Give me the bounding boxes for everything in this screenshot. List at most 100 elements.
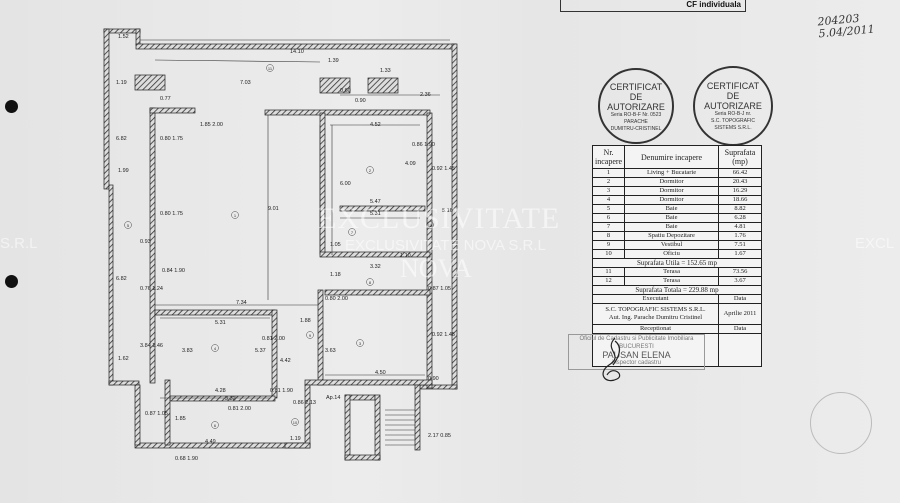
room-number: 9: [309, 333, 312, 338]
stamp-text: CERTIFICAT: [706, 81, 760, 91]
room-marker: [366, 166, 374, 174]
room-marker: [348, 228, 356, 236]
room-marker: [211, 421, 219, 429]
dimension-label: 0.87 1.05: [145, 411, 168, 417]
cell-nr: 4: [591, 195, 626, 205]
wall: [271, 309, 278, 399]
cell-name: Terasa: [624, 267, 719, 277]
company-stamp: CERTIFICAT DE AUTORIZARE Seria RO-B-J nr…: [693, 66, 773, 146]
stamp-name: PAUSAN ELENA: [602, 350, 671, 360]
wall: [414, 384, 421, 451]
punch-hole: [5, 275, 18, 288]
room-marker: [291, 418, 299, 426]
dimension-label: 3.32: [225, 396, 236, 402]
dimension-label: 0.68 1.90: [175, 456, 198, 462]
cell-name: Dormitor: [624, 195, 719, 205]
dimension-label: 1.19: [290, 436, 301, 442]
dimension-label: 0.76 1.24: [140, 286, 163, 292]
punch-hole: [5, 100, 18, 113]
header-name: Denumire incapere: [624, 145, 719, 169]
room-marker: [266, 64, 274, 72]
cell-name: Baie: [624, 222, 719, 232]
room-number: 5: [127, 223, 130, 228]
dimension-label: 3.83: [182, 348, 193, 354]
dimension-label: 4.50: [375, 370, 386, 376]
cell-name: Dormitor: [624, 177, 719, 187]
dimension-label: 5.37: [255, 348, 266, 354]
wall: [304, 384, 311, 446]
data-label: Data: [718, 294, 762, 304]
watermark: EXCLUSIVITATE: [318, 202, 561, 235]
dimension-label: 1.85: [175, 416, 186, 422]
room-number: 11: [268, 66, 273, 71]
room-number: 8: [369, 280, 372, 285]
dimension-label: 3.63: [325, 348, 336, 354]
wall: [103, 28, 141, 34]
stamp-text: Seria RO-B-J nr.: [714, 111, 752, 117]
cell-name: Living + Bucatarie: [624, 168, 719, 178]
wall: [169, 395, 276, 402]
cell-nr: 7: [591, 222, 626, 232]
executant-info: S.C. TOPOGRAFIC SISTEMS S.R.L.Aut. Ing. …: [592, 303, 719, 325]
room-number: 4: [214, 346, 217, 351]
authorization-stamp: CERTIFICAT DE AUTORIZARE Seria RO-B-F Nr…: [598, 68, 674, 144]
data-label-2: Data: [718, 324, 762, 334]
area-table: Nr. incapere Denumire incapere Suprafata…: [591, 145, 762, 367]
watermark-left: S.R.L: [0, 235, 38, 252]
cell-area: 16.29: [718, 186, 762, 196]
dimension-label: 1.39: [328, 58, 339, 64]
dimension-label: 3.32: [370, 264, 381, 270]
dimension-label: 0.92 1.45: [432, 332, 455, 338]
stamp-text: Seria RO-B-F Nr. 0523: [610, 112, 662, 118]
stamp-text: DUMITRU-CRISTINEL: [610, 126, 662, 132]
dimension-label: 7.03: [240, 80, 251, 86]
wall: [164, 379, 171, 446]
room-number: 12: [428, 223, 433, 228]
dimension-label: 0.80 1.75: [160, 211, 183, 217]
wall: [304, 379, 433, 386]
wall: [344, 454, 381, 461]
stamp-text: DE: [629, 92, 643, 102]
dimension-label: 4.49: [205, 439, 216, 445]
dimension-label: 6.82: [116, 276, 127, 282]
dimension-label: 2.36: [420, 92, 431, 98]
dimension-label: 1.62: [118, 356, 129, 362]
room-number: 2: [369, 168, 372, 173]
room-marker: [366, 278, 374, 286]
dimension-label: 2.17 0.85: [428, 433, 451, 439]
room-marker: [211, 344, 219, 352]
dimension-label: 0.92 1.45: [432, 166, 455, 172]
stamp-text: BUCURESTI: [619, 344, 654, 350]
walls: [103, 28, 458, 461]
cell-nr: 8: [591, 231, 626, 241]
stamp-text: DE: [726, 91, 740, 101]
executant-person: Aut. Ing. Parache Dumitru Cristinel: [608, 314, 703, 321]
handwritten-note: 204203 5.04/2011: [817, 12, 875, 41]
dimension-label: 0.90: [355, 98, 366, 104]
dimension-label: 0.86 2.13: [293, 400, 316, 406]
cell-area: 1.67: [718, 249, 762, 259]
room-number: 7: [351, 230, 354, 235]
room-marker: [231, 211, 239, 219]
room-marker: [356, 339, 364, 347]
faded-stamp: [810, 392, 872, 454]
header-fragment: CF individuala: [560, 0, 746, 12]
cell-nr: 2: [591, 177, 626, 187]
wall: [108, 380, 140, 386]
stamp-text: PARACHE: [624, 119, 648, 125]
dimension-label: 1.99: [118, 168, 129, 174]
dimension-label: 0.84 1.90: [162, 268, 185, 274]
reception-date-cell: [718, 333, 762, 367]
room-number: 3: [359, 341, 362, 346]
stamp-text: Oficiul de Cadastru si Publicitate Imobi…: [579, 336, 694, 342]
wall: [264, 109, 431, 116]
dimension-label: 1.05: [330, 242, 341, 248]
dimension-label: 14.10: [290, 49, 304, 55]
cell-area: 7.51: [718, 240, 762, 250]
stamp-text: CERTIFICAT: [609, 82, 663, 92]
wall: [284, 442, 311, 449]
useful-area: Suprafata Utila = 152.65 mp: [592, 258, 762, 268]
cell-name: Oficiu: [624, 249, 719, 259]
